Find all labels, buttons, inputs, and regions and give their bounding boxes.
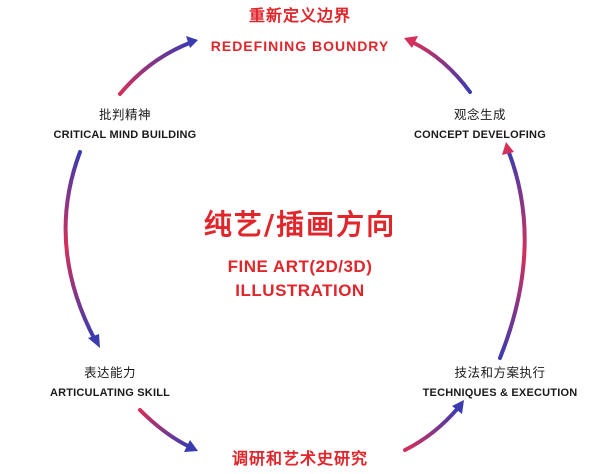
right-bottom-node-en: TECHNIQUES & EXECUTION	[422, 387, 578, 399]
center-title: 纯艺/插画方向 FINE ART(2D/3D) ILLUSTRATION	[150, 203, 450, 303]
right-top-node-en: CONCEPT DEVELOFING	[414, 129, 546, 141]
arrow-arc-top-left	[118, 40, 194, 96]
right-bottom-node: 技法和方案执行 TECHNIQUES & EXECUTION	[400, 362, 600, 399]
left-bottom-node-zh: 表达能力	[83, 365, 136, 380]
arrowhead-right	[502, 142, 514, 155]
arrow-arc-left	[63, 150, 97, 342]
left-top-node-zh: 批判精神	[98, 107, 151, 122]
arrowhead-bottom-left	[184, 440, 198, 452]
arrowhead-top-right	[404, 36, 418, 48]
right-top-node: 观念生成 CONCEPT DEVELOFING	[380, 104, 580, 141]
arrow-arc-right	[498, 148, 527, 360]
bottom-node-zh: 调研和艺术史研究	[231, 449, 368, 468]
arrow-arc-top-right	[410, 40, 472, 94]
left-bottom-node-en: ARTICULATING SKILL	[49, 387, 171, 399]
left-top-node: 批判精神 CRITICAL MIND BUILDING	[25, 104, 225, 141]
center-title-en-line2: ILLUSTRATION	[235, 281, 365, 300]
arrow-arc-bottom-right	[403, 406, 460, 452]
arrowhead-top-left	[186, 36, 198, 48]
top-node-zh: 重新定义边界	[248, 6, 351, 25]
top-node: 重新定义边界 REDEFINING BOUNDRY	[200, 2, 400, 54]
center-title-en-line1: FINE ART(2D/3D)	[227, 257, 373, 276]
left-top-node-en: CRITICAL MIND BUILDING	[53, 129, 197, 141]
bottom-node: 调研和艺术史研究	[200, 445, 400, 469]
arrowhead-bottom-right	[452, 400, 464, 414]
left-bottom-node: 表达能力 ARTICULATING SKILL	[10, 362, 210, 399]
center-title-zh: 纯艺/插画方向	[203, 208, 397, 241]
arrow-arc-bottom-left	[138, 408, 192, 449]
arrowhead-left	[88, 334, 100, 348]
top-node-en: REDEFINING BOUNDRY	[210, 38, 390, 54]
right-top-node-zh: 观念生成	[453, 107, 506, 122]
right-bottom-node-zh: 技法和方案执行	[454, 365, 546, 380]
